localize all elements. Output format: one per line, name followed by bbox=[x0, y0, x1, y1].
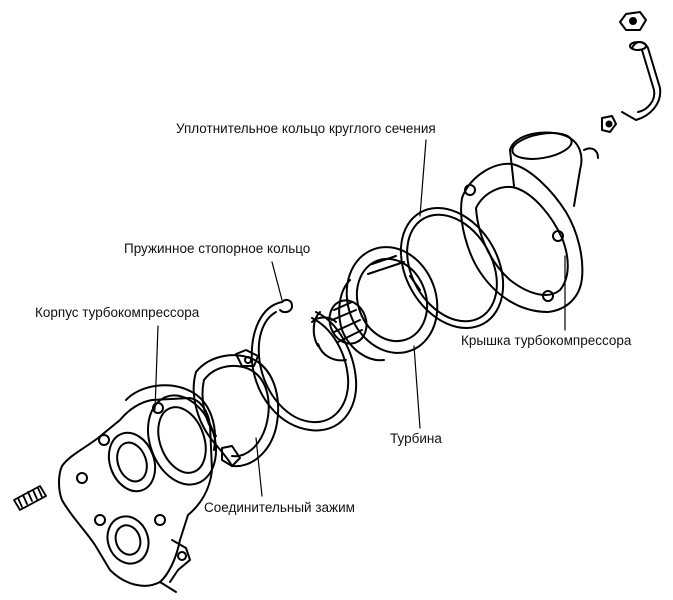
leader-snap-ring bbox=[271, 261, 283, 301]
turbine bbox=[311, 246, 439, 362]
label-clamp: Соединительный зажим bbox=[204, 500, 355, 515]
leader-o-ring bbox=[419, 139, 427, 217]
snap-ring bbox=[250, 298, 358, 432]
leader-lines bbox=[154, 139, 566, 497]
label-o-ring: Уплотнительное кольцо круглого сечения bbox=[176, 121, 436, 136]
o-ring bbox=[399, 206, 505, 330]
label-cover: Крышка турбокомпрессора bbox=[461, 333, 632, 348]
leader-turbine bbox=[413, 345, 421, 429]
hose-fitting bbox=[601, 11, 662, 133]
leader-housing bbox=[154, 325, 159, 411]
leader-clamp bbox=[255, 437, 263, 497]
label-housing: Корпус турбокомпрессора bbox=[35, 305, 200, 320]
turbocharger-cover bbox=[460, 131, 599, 313]
turbocharger-housing bbox=[58, 384, 217, 593]
label-turbine: Турбина bbox=[390, 431, 442, 446]
stud-bolt bbox=[13, 485, 47, 511]
coupling-clamp bbox=[192, 349, 280, 468]
label-snap-ring: Пружинное стопорное кольцо bbox=[124, 241, 311, 256]
